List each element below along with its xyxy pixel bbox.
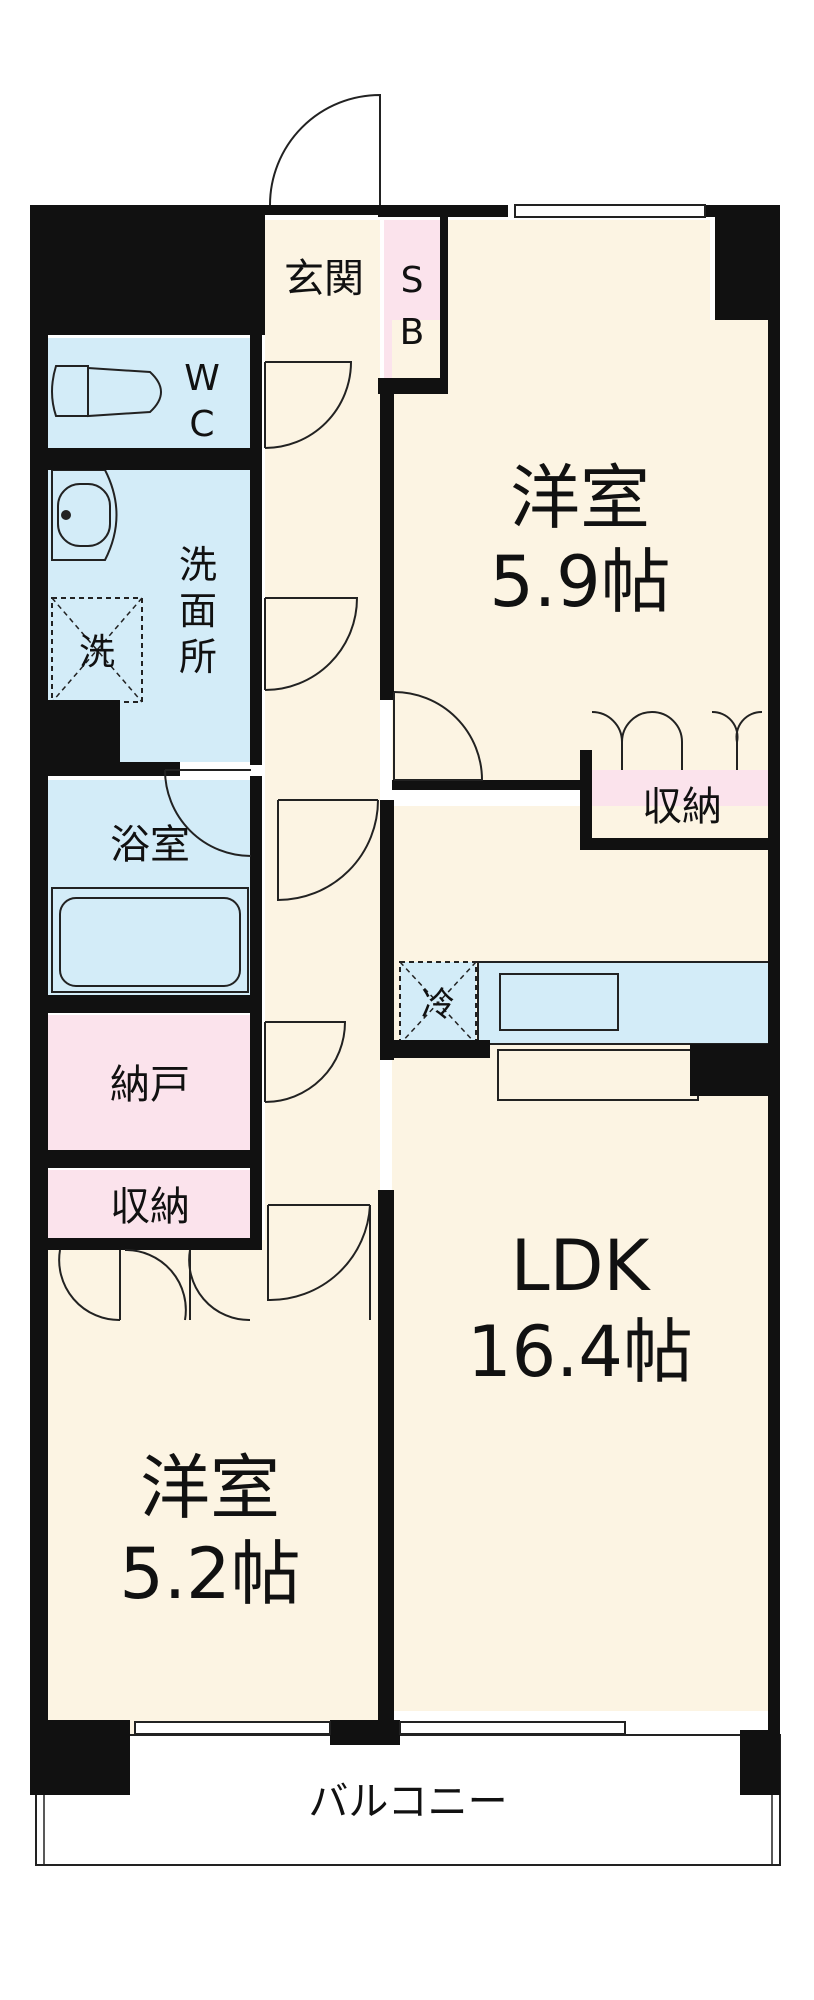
bedroom-bottom-size: 5.2帖	[119, 1533, 300, 1615]
bedroom-top-size: 5.9帖	[489, 541, 670, 623]
kitchen-back-counter	[497, 1049, 699, 1101]
washer-label: 洗	[79, 632, 115, 673]
wc-label-c: C	[189, 404, 214, 445]
bedroom-bottom-name: 洋室	[140, 1447, 280, 1529]
windows	[134, 204, 706, 1735]
walls	[30, 205, 780, 1795]
ldk-name: LDK	[511, 1225, 652, 1307]
genkan-floor	[265, 220, 380, 335]
storage-left-floor	[48, 1170, 256, 1240]
balcony-area	[35, 1734, 781, 1866]
bathtub-icon	[51, 887, 249, 993]
senmenjo-label-3: 所	[179, 635, 217, 679]
genkan-label: 玄関	[284, 256, 364, 302]
kitchen-sink	[499, 973, 619, 1031]
ldk-floor	[392, 806, 772, 1711]
bedroom-bottom-floor	[48, 1240, 380, 1735]
bath-label: 浴室	[110, 822, 190, 868]
toilet-icon	[51, 365, 162, 418]
nando-floor	[48, 1015, 256, 1150]
bedroom-top-name: 洋室	[510, 457, 650, 539]
nando-label: 納戸	[110, 1062, 190, 1108]
wash-basin-icon	[51, 469, 118, 561]
fridge-label: 冷	[421, 985, 455, 1025]
storage-left-label: 収納	[110, 1184, 190, 1230]
senmenjo-label-2: 面	[179, 589, 217, 633]
sb-label-s: S	[401, 260, 424, 301]
ldk-size: 16.4帖	[467, 1311, 693, 1393]
doors	[58, 93, 763, 1322]
bedroom-top-floor	[446, 220, 710, 325]
wc-label-w: W	[184, 358, 220, 399]
storage-right-label: 収納	[642, 784, 722, 830]
senmenjo-label-1: 洗	[179, 543, 217, 587]
bedroom-top-floor-main	[392, 320, 772, 785]
balcony-label: バルコニー	[308, 1779, 507, 1825]
sb-label-b: B	[400, 312, 425, 353]
